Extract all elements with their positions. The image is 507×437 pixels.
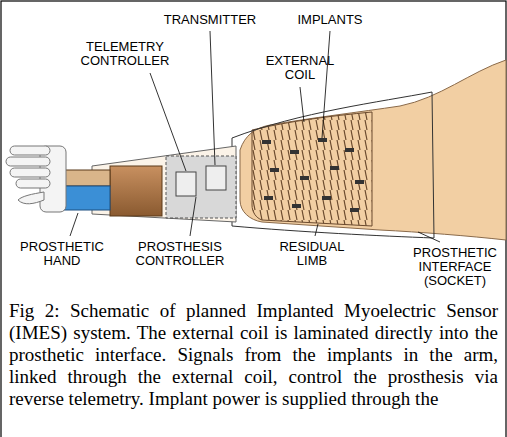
figure-caption: Fig 2: Schematic of planned Implanted My… — [9, 300, 498, 410]
wrist-cap — [62, 170, 110, 186]
prosthetic-hand — [6, 146, 66, 212]
socket-outline — [232, 92, 434, 238]
controller-housing — [166, 156, 236, 218]
wrist-unit — [110, 166, 162, 216]
residual-limb — [240, 60, 506, 240]
implants — [262, 138, 364, 212]
part-label: IMPLANTS — [285, 13, 375, 27]
part-label: PROSTHETIC INTERFACE (SOCKET) — [407, 246, 503, 288]
part-label: TRANSMITTER — [155, 13, 265, 27]
part-label: PROSTHETIC HAND — [18, 240, 106, 268]
part-label: PROSTHESIS CONTROLLER — [131, 240, 229, 268]
part-label: EXTERNAL COIL — [263, 54, 338, 82]
transmitter — [206, 166, 226, 190]
part-label: RESIDUAL LIMB — [272, 240, 352, 268]
external-coil — [252, 112, 372, 226]
prosthesis-controller — [176, 172, 196, 196]
part-label: TELEMETRY CONTROLLER — [78, 40, 173, 68]
leader-lines — [70, 31, 440, 242]
battery-block — [62, 186, 110, 210]
